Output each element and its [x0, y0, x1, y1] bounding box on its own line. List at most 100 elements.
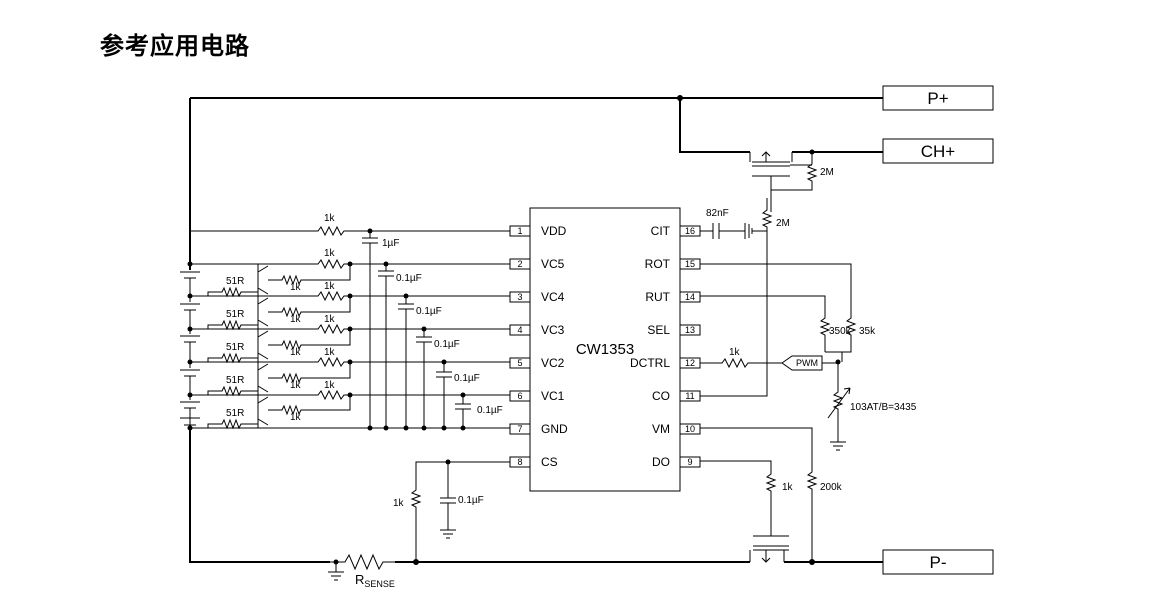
svg-text:51R: 51R: [226, 309, 244, 320]
svg-text:1k: 1k: [324, 281, 336, 292]
co-line: [700, 236, 768, 397]
svg-text:1k: 1k: [290, 347, 302, 358]
cell-wires: [187, 258, 510, 431]
balance-cell-1: 51R 1k: [207, 261, 353, 300]
balance-cell-5: 51R 1k: [207, 392, 353, 430]
svg-text:VC2: VC2: [541, 356, 565, 370]
chip-name: CW1353: [576, 341, 634, 358]
pin-dctrl: 12 DCTRL: [630, 356, 701, 370]
svg-text:200k: 200k: [820, 482, 843, 493]
svg-text:PWM: PWM: [796, 358, 818, 368]
svg-text:1k: 1k: [324, 347, 336, 358]
svg-text:350k: 350k: [829, 326, 852, 337]
vc-resistor-labels: 1k 1k 1k 1k 1k: [324, 248, 336, 391]
svg-text:51R: 51R: [226, 276, 244, 287]
pin-sel: 13 SEL: [647, 323, 701, 337]
pin-vdd: 1 VDD: [509, 224, 567, 238]
svg-text:0.1µF: 0.1µF: [434, 339, 460, 350]
svg-text:ROT: ROT: [645, 257, 671, 271]
temperature-network: 35k 350k 103AT/B=3435: [700, 263, 917, 451]
svg-text:1µF: 1µF: [382, 238, 399, 249]
svg-text:0.1µF: 0.1µF: [458, 495, 484, 506]
svg-text:4: 4: [517, 325, 522, 335]
pin-rut: 14 RUT: [645, 290, 701, 304]
resistor-gate-cit: 2M: [761, 198, 790, 236]
svg-text:2M: 2M: [820, 167, 834, 178]
pin-vc1: 6 VC1: [509, 389, 565, 403]
svg-text:VC1: VC1: [541, 389, 565, 403]
svg-text:14: 14: [685, 292, 695, 302]
svg-text:82nF: 82nF: [706, 208, 729, 219]
svg-text:12: 12: [685, 358, 695, 368]
svg-text:103AT/B=3435: 103AT/B=3435: [850, 402, 917, 413]
do-network: 1k: [700, 460, 794, 563]
vc-capacitors: 0.1µF 0.1µF 0.1µF 0.1µF 0.1µF: [367, 261, 503, 431]
svg-text:35k: 35k: [859, 326, 876, 337]
balancing-networks: 51R 1k 51R 1k 51R 1k 51R 1k: [207, 261, 353, 430]
rsense: RSENSE: [328, 553, 395, 589]
power-wires: [189, 95, 883, 565]
pin-do: 9DO: [652, 455, 701, 469]
terminal-p-minus: P-: [882, 549, 994, 575]
chip-body: [529, 207, 681, 492]
svg-text:P-: P-: [930, 553, 947, 572]
svg-text:RUT: RUT: [645, 290, 670, 304]
svg-text:51R: 51R: [226, 342, 244, 353]
svg-text:1k: 1k: [393, 498, 405, 509]
dctrl-network: 1k PWM: [700, 347, 838, 371]
pin-gnd: 7 GND: [509, 422, 568, 436]
svg-text:CS: CS: [541, 455, 558, 469]
svg-text:1k: 1k: [729, 347, 741, 358]
pin-cs: 8 CS: [509, 455, 558, 469]
terminal-p-plus: P+: [882, 85, 994, 111]
svg-text:1k: 1k: [290, 412, 302, 423]
svg-text:11: 11: [685, 391, 694, 401]
svg-text:VM: VM: [652, 422, 670, 436]
svg-text:1k: 1k: [324, 248, 336, 259]
svg-text:1k: 1k: [290, 380, 302, 391]
svg-text:7: 7: [517, 424, 522, 434]
capacitor-cit: 82nF: [700, 208, 767, 239]
page-title: 参考应用电路: [100, 32, 250, 60]
pin-vc3: 4 VC3: [509, 323, 565, 337]
svg-text:51R: 51R: [226, 408, 244, 419]
svg-text:13: 13: [685, 325, 695, 335]
svg-text:1k: 1k: [324, 380, 336, 391]
svg-text:VDD: VDD: [541, 224, 567, 238]
charge-mosfet: [749, 151, 812, 212]
svg-text:1: 1: [517, 226, 522, 236]
svg-text:1k: 1k: [324, 213, 336, 224]
svg-text:VC5: VC5: [541, 257, 565, 271]
svg-text:2: 2: [517, 259, 522, 269]
resistor-gate-ch: 2M: [771, 149, 834, 191]
terminal-ch-plus: CH+: [882, 138, 994, 164]
svg-text:DCTRL: DCTRL: [630, 356, 670, 370]
svg-text:9: 9: [687, 457, 692, 467]
svg-text:1k: 1k: [782, 482, 794, 493]
svg-text:CIT: CIT: [651, 224, 671, 238]
cs-network: 1k 0.1µF: [393, 459, 510, 562]
svg-text:1k: 1k: [290, 282, 302, 293]
svg-text:P+: P+: [927, 89, 948, 108]
svg-text:0.1µF: 0.1µF: [454, 373, 480, 384]
svg-text:VC3: VC3: [541, 323, 565, 337]
svg-text:CH+: CH+: [921, 142, 956, 161]
svg-text:GND: GND: [541, 422, 568, 436]
svg-text:VC4: VC4: [541, 290, 565, 304]
svg-text:SEL: SEL: [647, 323, 670, 337]
svg-text:6: 6: [517, 391, 522, 401]
svg-text:0.1µF: 0.1µF: [396, 273, 422, 284]
balance-cell-2: 51R 1k: [207, 293, 353, 333]
svg-text:RSENSE: RSENSE: [355, 572, 395, 589]
svg-text:5: 5: [517, 358, 522, 368]
vm-network: 200k: [700, 427, 843, 562]
svg-text:8: 8: [517, 457, 522, 467]
